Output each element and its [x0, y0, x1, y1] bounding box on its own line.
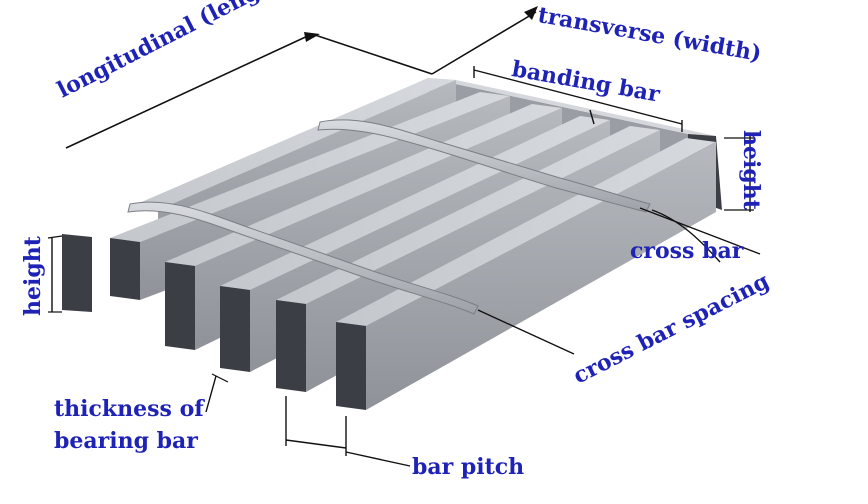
- transverse-arrow: [431, 6, 538, 75]
- bar-pitch-dimension: [285, 396, 411, 467]
- height-left-label: height: [20, 236, 46, 316]
- cross-bar-label: cross bar: [630, 238, 744, 264]
- height-left-dimension: [47, 235, 63, 313]
- bearing-bar-end-left: [62, 234, 92, 312]
- cross-bar-near: [127, 201, 479, 315]
- cross-bar-spacing-pointer: [477, 207, 761, 355]
- thickness-pointer: [205, 373, 229, 413]
- banding-bar-pointer: [473, 66, 683, 132]
- cross-bar-far: [317, 119, 651, 213]
- thickness-label-line2: bearing bar: [54, 428, 198, 454]
- height-right-label: height: [738, 130, 764, 210]
- longitudinal-arrow: [65, 32, 433, 149]
- cross-bar-pointer: [651, 209, 721, 263]
- thickness-label-line1: thickness of: [54, 396, 204, 422]
- height-right-dimension: [724, 136, 754, 212]
- bar-pitch-label: bar pitch: [412, 454, 525, 480]
- bearing-bar-1: [336, 138, 716, 410]
